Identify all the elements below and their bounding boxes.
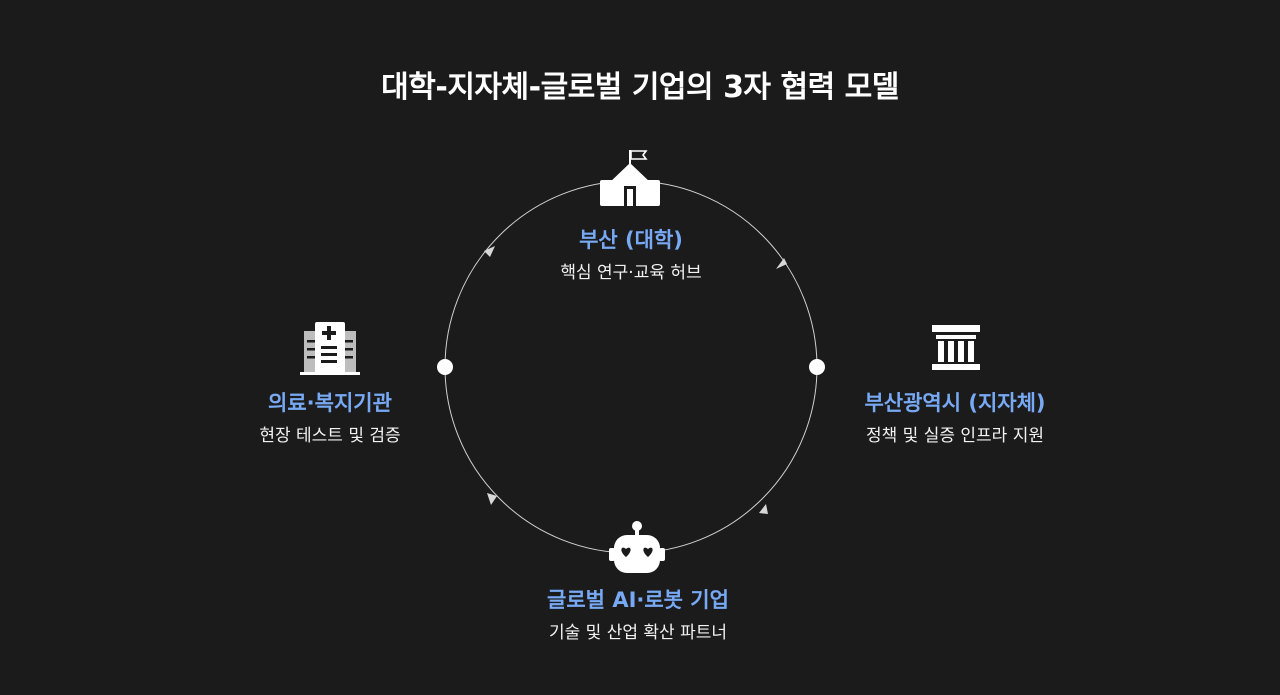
node-company-desc: 기술 및 산업 확산 파트너 (548, 623, 727, 643)
arrow-top-right (776, 258, 787, 269)
arrow-bottom-left (487, 493, 497, 505)
node-company-name: 글로벌 AI·로봇 기업 (547, 588, 729, 612)
node-medical-desc: 현장 테스트 및 검증 (259, 426, 401, 446)
robot-icon (609, 521, 665, 573)
node-university: 부산 (대학) 핵심 연구·교육 허브 (481, 226, 781, 286)
ring-dot-left (437, 359, 453, 375)
node-company: 글로벌 AI·로봇 기업 기술 및 산업 확산 파트너 (488, 586, 788, 646)
node-medical: 의료·복지기관 현장 테스트 및 검증 (180, 389, 480, 449)
arrow-bottom-right (759, 504, 768, 514)
node-medical-name: 의료·복지기관 (268, 391, 392, 415)
school-icon (600, 150, 660, 206)
arrow-top-left (484, 246, 495, 257)
hospital-icon (300, 322, 360, 375)
page-title: 대학-지자체-글로벌 기업의 3자 협력 모델 (381, 70, 899, 105)
node-city-name: 부산광역시 (지자체) (864, 391, 1046, 415)
node-city-desc: 정책 및 실증 인프라 지원 (865, 426, 1044, 446)
node-university-name: 부산 (대학) (579, 228, 683, 252)
ring-dot-right (809, 359, 825, 375)
node-university-desc: 핵심 연구·교육 허브 (560, 263, 702, 283)
government-building-icon (932, 325, 980, 370)
node-city: 부산광역시 (지자체) 정책 및 실증 인프라 지원 (805, 389, 1105, 449)
